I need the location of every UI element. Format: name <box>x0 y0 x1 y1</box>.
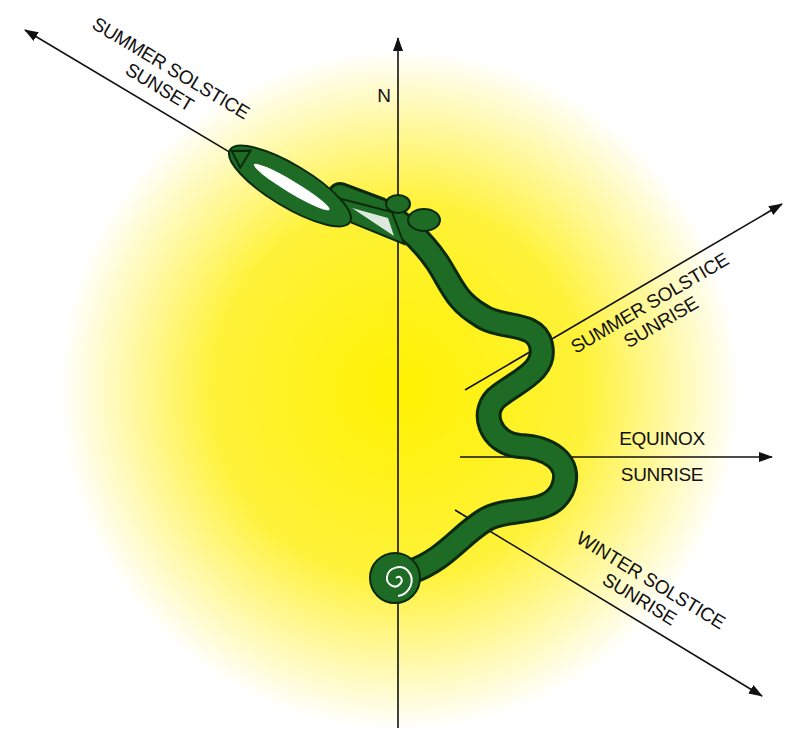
summer-sunrise-line <box>465 204 782 390</box>
winter-sunrise-line <box>455 510 762 696</box>
serpent <box>219 132 565 603</box>
sun-glow <box>60 30 740 750</box>
north-line <box>397 38 399 728</box>
north-label: N <box>377 85 390 107</box>
direction-label: EQUINOX SUNRISE <box>608 421 716 493</box>
